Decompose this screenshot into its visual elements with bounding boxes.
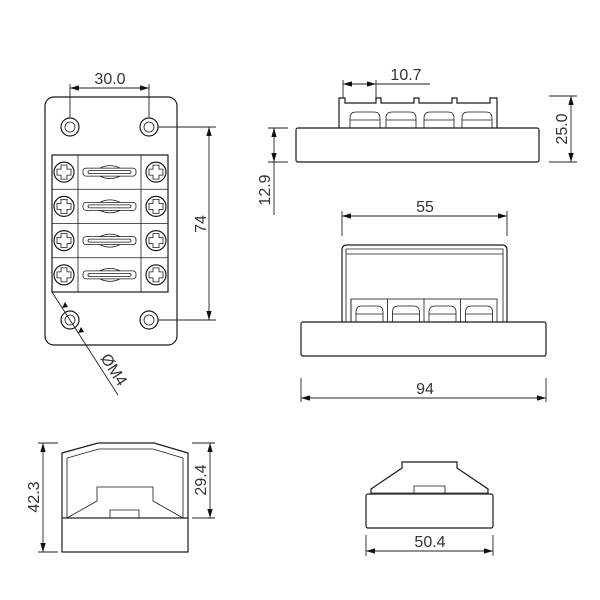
base <box>61 517 189 553</box>
terminal <box>385 111 417 128</box>
screw-icon <box>53 161 75 183</box>
fuse-blade <box>82 201 137 211</box>
phillips-cross-icon <box>56 233 72 249</box>
fuse-blade <box>82 236 137 246</box>
phillips-cross-icon <box>56 267 72 283</box>
hole-leader-line <box>51 291 119 396</box>
base <box>295 127 540 163</box>
screw-icon <box>145 264 167 286</box>
top-view: 30.0 74 ØM4 <box>44 71 216 396</box>
base <box>300 321 547 357</box>
fuse-row <box>52 223 168 258</box>
terminal <box>350 299 384 322</box>
terminal-block <box>338 97 498 128</box>
terminal <box>423 299 457 322</box>
screw-icon <box>53 264 75 286</box>
front-view: 55 94 <box>300 199 547 402</box>
phillips-cross-icon <box>56 198 72 214</box>
phillips-cross-icon <box>56 164 72 180</box>
phillips-cross-icon <box>148 164 164 180</box>
phillips-cross-icon <box>148 233 164 249</box>
terminal <box>461 111 493 128</box>
screw-icon <box>145 161 167 183</box>
fuse-row <box>52 257 168 292</box>
terminal-profile <box>370 461 489 494</box>
dimension-label-base-height: 12.9 <box>257 174 274 205</box>
mounting-hole-inner <box>143 314 155 326</box>
terminal <box>387 299 420 322</box>
dimension-label-cover-height: 29.4 <box>193 464 210 495</box>
phillips-cross-icon <box>148 198 164 214</box>
fuse-row <box>52 188 168 224</box>
mounting-hole <box>139 310 159 330</box>
mounting-hole <box>60 310 80 330</box>
cover <box>341 244 508 322</box>
mounting-hole-inner <box>64 314 76 326</box>
fuse-blade <box>82 167 137 177</box>
base <box>365 493 494 529</box>
mounting-hole-inner <box>143 121 155 133</box>
screw-icon <box>53 230 75 252</box>
mounting-plate <box>44 96 178 346</box>
terminal <box>460 299 493 322</box>
dimension-label-pitch: 10.7 <box>390 67 421 84</box>
terminal <box>349 111 381 128</box>
side-view: 10.7 25.0 12.9 <box>257 67 577 215</box>
end-view-uncovered: 50.4 <box>365 461 494 556</box>
phillips-cross-icon <box>148 267 164 283</box>
screw-icon <box>53 195 75 217</box>
dimension-label-hole-width: 30.0 <box>94 71 125 88</box>
dimension-label-overall-width: 50.4 <box>414 534 445 551</box>
end-view: 42.3 29.4 <box>26 442 215 553</box>
terminal <box>423 111 455 128</box>
dimension-label-end-height: 42.3 <box>26 481 43 512</box>
mounting-hole-inner <box>64 121 76 133</box>
screw-icon <box>145 195 167 217</box>
dimension-label-overall-length: 94 <box>416 381 434 398</box>
fuse-blade <box>82 270 137 280</box>
dimension-label-hole-length: 74 <box>193 215 210 233</box>
cover <box>61 442 189 518</box>
dimension-label-side-height: 25.0 <box>554 113 571 144</box>
mounting-hole <box>60 117 80 137</box>
screw-icon <box>145 230 167 252</box>
fuse-row <box>52 154 168 190</box>
mounting-hole <box>139 117 159 137</box>
dimension-label-cover-width: 55 <box>416 199 434 216</box>
